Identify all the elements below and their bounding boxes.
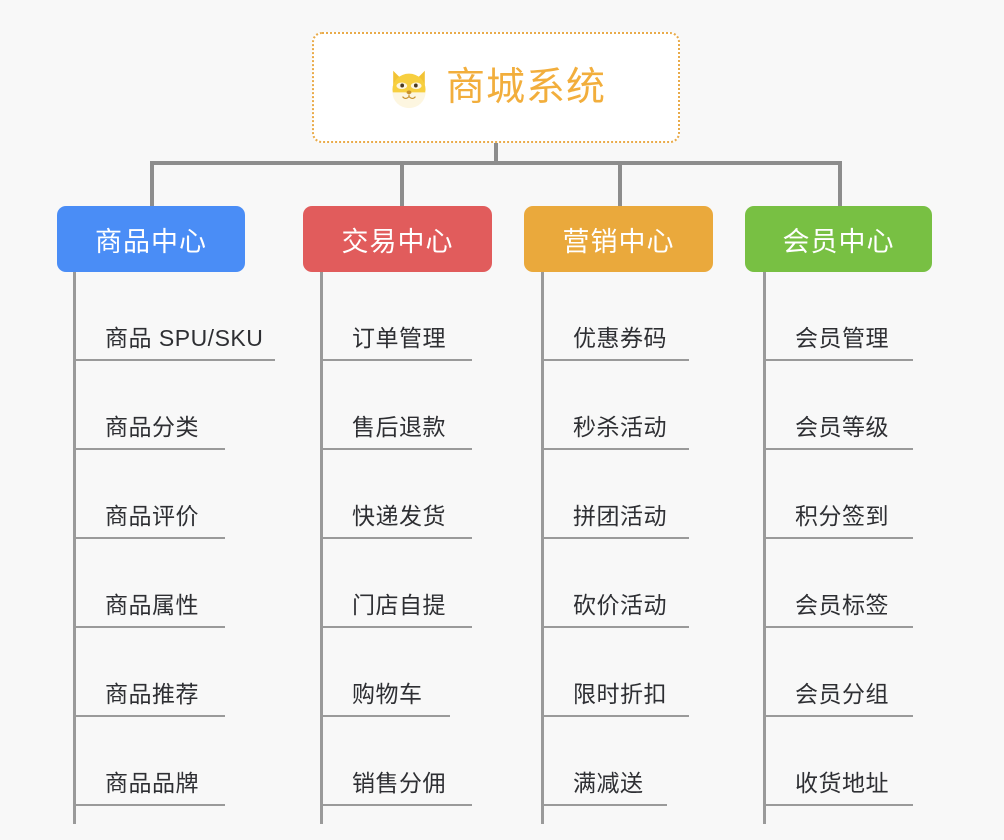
category-label-1: 商品中心 [95, 226, 207, 257]
leaf-underline [320, 448, 472, 450]
category-box-4[interactable]: 会员中心 [745, 206, 932, 272]
branch-spine-2 [320, 272, 323, 824]
leaf-underline [541, 804, 667, 806]
branch-spine-4 [763, 272, 766, 824]
leaf-underline [763, 626, 913, 628]
connector-drop-2 [400, 161, 404, 207]
leaf-label: 积分签到 [795, 503, 889, 529]
leaf-underline [763, 359, 913, 361]
leaf-underline [320, 715, 450, 717]
leaf-label: 会员标签 [795, 592, 889, 618]
connector-drop-1 [150, 161, 154, 207]
leaf-underline [73, 448, 225, 450]
leaf-label: 商品 SPU/SKU [105, 325, 264, 351]
connector-root-stem [494, 143, 498, 164]
leaf-label: 销售分佣 [352, 770, 446, 796]
leaf-label: 快递发货 [352, 503, 446, 529]
leaf-underline [320, 804, 472, 806]
connector-horizontal-bus [150, 161, 842, 165]
leaf-underline [541, 626, 689, 628]
root-node[interactable]: 商城系统 [312, 32, 680, 143]
leaf-underline [73, 804, 225, 806]
leaf-label: 商品评价 [105, 503, 199, 529]
category-label-3: 营销中心 [562, 226, 675, 257]
branch-spine-1 [73, 272, 76, 824]
leaf-underline [320, 626, 472, 628]
branch-spine-3 [541, 272, 544, 824]
leaf-underline [541, 359, 689, 361]
leaf-label: 门店自提 [352, 592, 446, 618]
leaf-label: 售后退款 [352, 414, 446, 440]
leaf-underline [320, 359, 472, 361]
leaf-underline [541, 715, 689, 717]
leaf-underline [763, 715, 913, 717]
leaf-underline [73, 359, 275, 361]
leaf-underline [763, 537, 913, 539]
leaf-underline [73, 537, 225, 539]
category-box-3[interactable]: 营销中心 [524, 206, 713, 272]
leaf-label: 限时折扣 [573, 681, 667, 707]
leaf-label: 收货地址 [795, 770, 889, 796]
leaf-label: 砍价活动 [573, 592, 667, 618]
leaf-underline [320, 537, 472, 539]
leaf-underline [541, 537, 689, 539]
leaf-underline [763, 804, 913, 806]
leaf-label: 商品推荐 [105, 681, 199, 707]
connector-drop-3 [618, 161, 622, 207]
leaf-label: 商品品牌 [105, 770, 199, 796]
leaf-underline [73, 626, 225, 628]
connector-drop-4 [838, 161, 842, 207]
leaf-underline [73, 715, 225, 717]
leaf-label: 满减送 [573, 770, 644, 796]
leaf-label: 优惠券码 [573, 325, 667, 351]
leaf-label: 购物车 [352, 681, 423, 707]
category-box-2[interactable]: 交易中心 [303, 206, 492, 272]
leaf-label: 拼团活动 [573, 503, 667, 529]
leaf-label: 会员分组 [795, 681, 889, 707]
leaf-underline [541, 448, 689, 450]
leaf-label: 秒杀活动 [573, 414, 667, 440]
leaf-label: 商品属性 [105, 592, 199, 618]
category-label-2: 交易中心 [341, 226, 454, 257]
dog-face-icon [392, 70, 426, 108]
category-box-1[interactable]: 商品中心 [57, 206, 245, 272]
leaf-label: 商品分类 [105, 414, 199, 440]
leaf-underline [763, 448, 913, 450]
category-label-4: 会员中心 [782, 226, 895, 257]
leaf-label: 会员管理 [795, 325, 889, 351]
leaf-label: 会员等级 [795, 414, 889, 440]
root-title: 商城系统 [445, 66, 606, 109]
leaf-label: 订单管理 [352, 325, 446, 351]
